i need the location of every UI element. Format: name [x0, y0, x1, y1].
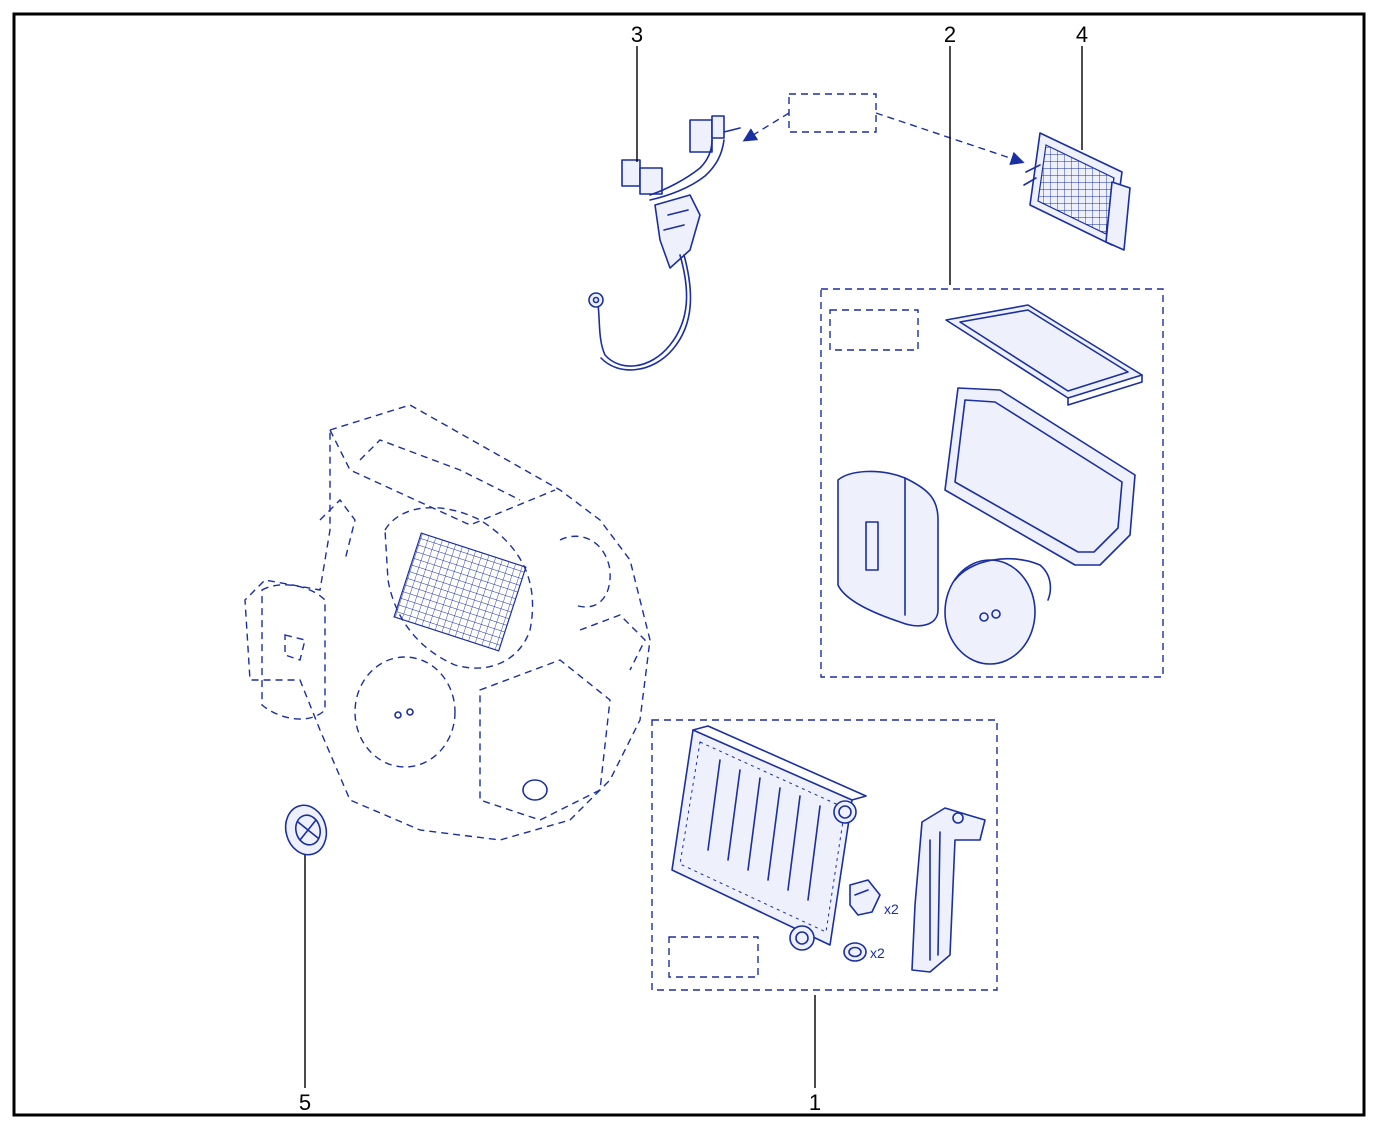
callout-5: 5 — [299, 1090, 311, 1115]
evaporator-part — [671, 725, 867, 951]
harness-label-box — [788, 93, 877, 133]
arrow-to-harness — [742, 112, 790, 142]
blower-resistor-part — [1023, 132, 1131, 251]
diagram-frame — [12, 12, 1366, 1117]
seal-kit-group-box — [820, 288, 1164, 678]
seal-kit-label-box — [829, 309, 919, 351]
callout-1: 1 — [809, 1090, 821, 1115]
hvac-housing-assembly — [244, 404, 651, 841]
seal-ring-part — [843, 942, 867, 962]
grommet-part — [284, 804, 328, 856]
mounting-bracket-part — [911, 807, 986, 973]
evaporator-label-box — [668, 936, 759, 978]
clip-quantity: x2 — [884, 901, 899, 917]
callout-2: 2 — [944, 22, 956, 47]
clip-part — [849, 879, 881, 916]
seal-kit-part — [837, 304, 1143, 665]
callout-4: 4 — [1076, 22, 1088, 47]
seal-ring-quantity: x2 — [870, 945, 885, 961]
evaporator-group-box — [651, 719, 998, 991]
wiring-harness-part — [588, 115, 741, 371]
arrow-to-resistor — [875, 112, 1025, 166]
callout-3: 3 — [631, 22, 643, 47]
